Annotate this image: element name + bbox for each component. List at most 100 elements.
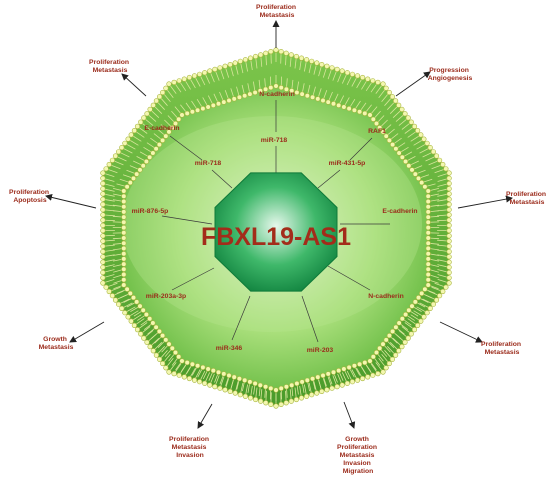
lipid-head: [147, 316, 153, 322]
lipid-head: [421, 314, 427, 320]
lipid-head: [247, 55, 254, 61]
mirna-label: miR-876-5p: [132, 208, 169, 215]
outcome-label-bottom: Growth Proliferation Metastasis Invasion…: [337, 436, 379, 475]
lipid-head: [227, 388, 233, 395]
lipid-head: [446, 180, 452, 187]
lipid-head: [258, 52, 264, 58]
lipid-head: [144, 111, 150, 117]
outcome-line: Proliferation: [481, 341, 521, 348]
lipid-head: [217, 65, 223, 71]
lipid-head: [393, 146, 399, 152]
lipid-head: [425, 266, 431, 272]
lipid-head: [298, 55, 305, 61]
lipid-head: [320, 97, 326, 104]
outcome-line: Progression: [429, 67, 469, 74]
lipid-head: [171, 371, 177, 377]
lipid-head: [100, 275, 106, 281]
lipid-head: [163, 365, 169, 371]
lipid-head: [184, 360, 190, 366]
lipid-head: [186, 375, 192, 382]
lipid-head: [383, 133, 389, 139]
lipid-head: [422, 184, 428, 190]
lipid-head: [389, 356, 396, 362]
lipid-head: [346, 105, 352, 112]
lipid-head: [351, 107, 358, 113]
lipid-head: [430, 149, 437, 155]
lipid-head: [176, 116, 182, 122]
lipid-head: [393, 324, 399, 330]
lipid-head: [202, 70, 208, 76]
lipid-head: [100, 201, 106, 207]
lipid-head: [344, 70, 350, 76]
lipid-head: [121, 240, 127, 246]
lipid-head: [125, 314, 131, 320]
lipid-head: [315, 96, 321, 102]
lipid-head: [172, 349, 179, 356]
lipid-head: [365, 76, 371, 82]
lipid-head: [242, 57, 248, 63]
lipid-head: [446, 186, 452, 192]
lipid-head: [341, 366, 347, 372]
lipid-head: [370, 116, 376, 122]
lipid-head: [100, 264, 106, 270]
lipid-head: [446, 275, 452, 281]
connector-line: [231, 295, 251, 341]
lipid-head: [446, 212, 452, 218]
lipid-head: [289, 88, 295, 94]
lipid-head: [263, 400, 269, 406]
lipid-head: [171, 79, 177, 85]
lipid-head: [294, 89, 300, 96]
lipid-head: [357, 109, 363, 115]
lipid-head: [153, 98, 159, 104]
lipid-head: [283, 384, 290, 390]
lipid-head: [446, 207, 452, 213]
center-label: FBXL19-AS1: [201, 223, 351, 251]
lipid-head: [289, 382, 295, 388]
lipid-head: [231, 374, 237, 380]
membrane-lipid-heads: [100, 47, 452, 409]
lipid-head: [329, 385, 335, 391]
lipid-head: [153, 146, 159, 152]
lipid-head: [418, 318, 424, 324]
lipid-head: [121, 219, 127, 225]
lipid-head: [131, 322, 137, 329]
outcome-line: Proliferation: [337, 444, 377, 451]
lipid-head: [412, 171, 418, 177]
lipid-head: [112, 297, 119, 303]
lipid-head: [160, 89, 166, 96]
lipid-head: [138, 331, 144, 337]
lipid-head: [383, 365, 389, 371]
outcome-arrow: [121, 73, 147, 97]
lipid-head: [334, 66, 340, 72]
lipid-head: [357, 361, 363, 367]
lipid-head: [236, 376, 242, 382]
interaction-lines: [161, 100, 390, 343]
lipid-head: [124, 286, 130, 292]
lipid-head: [399, 106, 405, 112]
lipid-head: [310, 94, 316, 100]
lipid-head: [408, 119, 414, 125]
lipid-head: [100, 217, 106, 223]
lipid-head: [430, 301, 437, 307]
lipid-head: [143, 158, 149, 165]
lipid-head: [258, 398, 264, 404]
lipid-head: [446, 254, 452, 260]
lipid-head: [411, 123, 418, 129]
lipid-head: [205, 366, 211, 372]
outcome-arrow: [395, 71, 431, 97]
outcome-arrow: [439, 321, 483, 343]
outcome-arrow: [69, 321, 105, 343]
lipid-head: [157, 356, 163, 362]
lipid-head: [309, 392, 315, 398]
lipid-head: [150, 150, 156, 156]
lipid-head: [103, 166, 109, 172]
lipid-head: [425, 251, 431, 257]
lipid-head: [226, 372, 232, 379]
lipid-head: [121, 214, 127, 220]
lipid-head: [210, 368, 216, 374]
lipid-head: [226, 97, 232, 104]
lipid-head: [252, 89, 258, 96]
lipid-head: [147, 106, 153, 112]
lipid-head: [446, 201, 452, 207]
lipid-head: [125, 136, 131, 142]
